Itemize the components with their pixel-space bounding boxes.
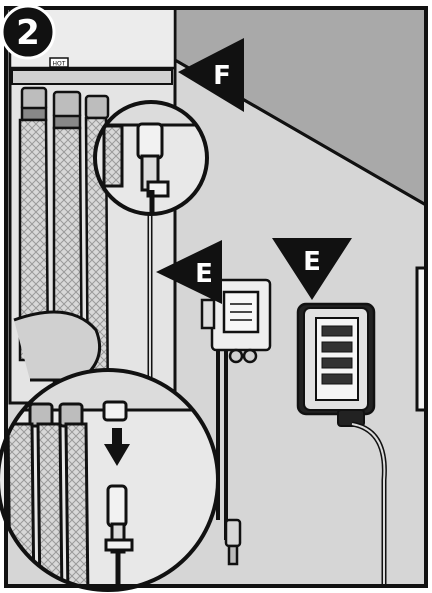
step-badge: 2 [2, 6, 54, 58]
callout-E-right-label: E [303, 247, 321, 277]
callout-F-label: F [213, 61, 231, 91]
callout-E-left-label: E [195, 259, 213, 289]
step-number: 2 [16, 13, 40, 53]
hot-tag: HOT [53, 61, 66, 68]
